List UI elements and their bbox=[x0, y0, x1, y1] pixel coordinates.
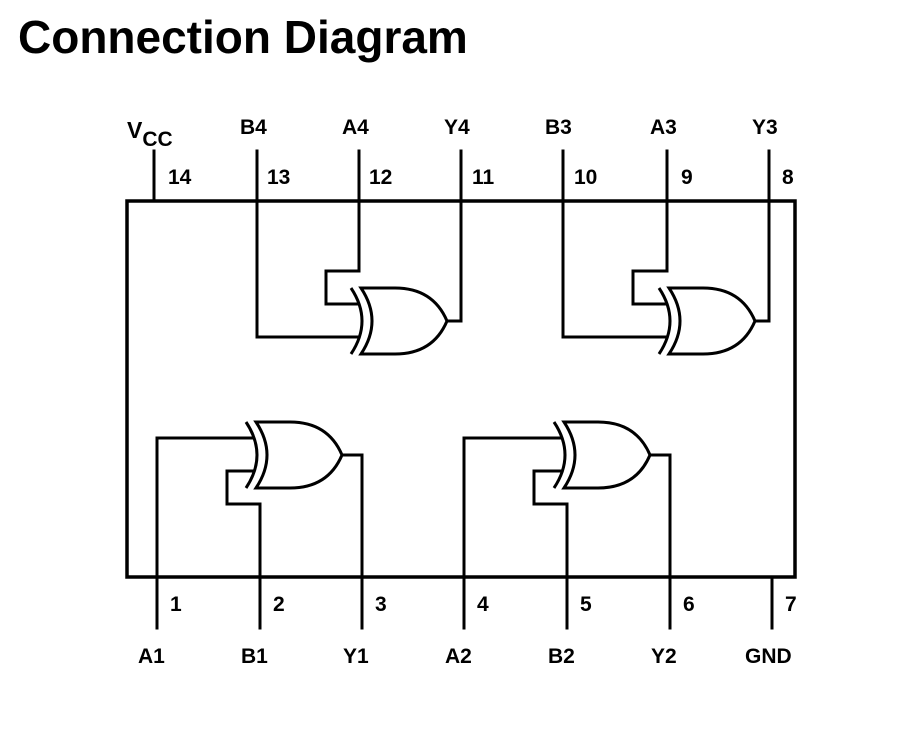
wire-b3 bbox=[561, 199, 667, 339]
wire-a3 bbox=[631, 199, 669, 306]
pin-number: 6 bbox=[683, 593, 695, 616]
wire-a2 bbox=[462, 436, 562, 579]
top-pins: 14 13 12 11 10 9 8 VCC B4 A4 Y4 B3 A3 Y3 bbox=[127, 116, 794, 203]
pin-name-vcc: VCC bbox=[127, 117, 173, 151]
wire-a1 bbox=[155, 436, 254, 579]
pin-name: GND bbox=[745, 645, 792, 668]
pin-number: 1 bbox=[170, 593, 182, 616]
wire-y2 bbox=[648, 453, 672, 579]
pin-number: 7 bbox=[785, 593, 797, 616]
xor-gate-icon bbox=[155, 420, 364, 579]
pin-name: B4 bbox=[240, 116, 267, 139]
pin-name: Y1 bbox=[343, 645, 369, 668]
wire-b4 bbox=[255, 199, 359, 339]
pin-number: 13 bbox=[267, 166, 290, 189]
pin-name: B1 bbox=[241, 645, 268, 668]
page-title: Connection Diagram bbox=[18, 11, 468, 63]
pin-number: 12 bbox=[369, 166, 392, 189]
wire-b2 bbox=[532, 469, 569, 579]
pin-name: B2 bbox=[548, 645, 575, 668]
pin-name: A1 bbox=[138, 645, 165, 668]
vcc-subscript: CC bbox=[142, 128, 172, 151]
pin-name: A2 bbox=[445, 645, 472, 668]
wire-a4 bbox=[324, 199, 361, 306]
wire-y1 bbox=[340, 453, 364, 579]
pin-name: B3 bbox=[545, 116, 572, 139]
pin-name: Y2 bbox=[651, 645, 677, 668]
pin-name: A4 bbox=[342, 116, 369, 139]
pin-name: Y4 bbox=[444, 116, 470, 139]
pin-number: 9 bbox=[681, 166, 693, 189]
pin-number: 14 bbox=[168, 166, 192, 189]
pin-number: 4 bbox=[477, 593, 489, 616]
pin-number: 2 bbox=[273, 593, 285, 616]
wire-y4 bbox=[445, 199, 463, 323]
pin-number: 5 bbox=[580, 593, 592, 616]
pin-number: 11 bbox=[472, 166, 495, 189]
xor-gate-icon bbox=[255, 199, 463, 356]
wire-y3 bbox=[753, 199, 771, 323]
pin-number: 10 bbox=[574, 166, 597, 189]
pin-name: Y3 bbox=[752, 116, 778, 139]
xor-gate-icon bbox=[561, 199, 771, 356]
pin-number: 3 bbox=[375, 593, 387, 616]
bottom-pins: 1 2 3 4 5 6 7 A1 B1 Y1 A2 B2 Y2 GND bbox=[138, 575, 797, 668]
xor-gate-icon bbox=[462, 420, 672, 579]
vcc-main: V bbox=[127, 117, 143, 143]
wire-b1 bbox=[225, 469, 262, 579]
pin-name: A3 bbox=[650, 116, 677, 139]
pin-number: 8 bbox=[782, 166, 794, 189]
